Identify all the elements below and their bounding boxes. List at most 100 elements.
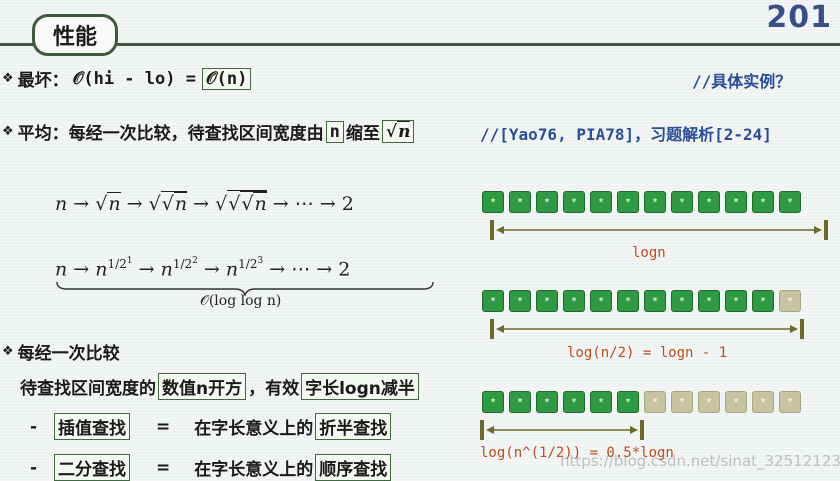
word-row-1: ************	[482, 191, 806, 213]
active-bit-cell: *	[563, 290, 585, 312]
math-n: n	[174, 193, 188, 215]
sequential-search-box: 顺序查找	[315, 454, 392, 481]
row-equals: =	[156, 416, 171, 437]
average-sqrt-box: √n	[381, 120, 415, 143]
math-arrow: →	[203, 258, 220, 281]
section2-heading: ❖ 每经一次比较	[2, 339, 120, 364]
slide-title: 性能	[32, 14, 118, 56]
active-bit-cell: *	[752, 191, 774, 213]
worst-label: 最坏：	[17, 71, 69, 91]
inactive-bit-cell: *	[779, 290, 801, 312]
underbrace	[56, 281, 434, 296]
worst-result-box: 𝒪(n)	[201, 67, 252, 90]
slide-number: 201	[766, 0, 832, 35]
active-bit-cell: *	[590, 290, 612, 312]
worst-expr: 𝒪(hi - lo) =	[72, 68, 196, 89]
cell-row: ************	[482, 290, 806, 312]
inactive-bit-cell: *	[698, 391, 720, 413]
title-rule	[0, 43, 840, 46]
line2-box2: 字长logn减半	[301, 373, 419, 400]
active-bit-cell: *	[617, 290, 639, 312]
math-n: n	[55, 193, 68, 215]
active-bit-cell: *	[509, 290, 531, 312]
math-dots: ⋯	[291, 258, 311, 281]
active-bit-cell: *	[536, 191, 558, 213]
comparison-row-2: - 二分查找 = 在字长意义上的 顺序查找	[30, 454, 393, 481]
math-dots: ⋯	[294, 193, 314, 215]
exponent-chain-formula: n → n1/21 → n1/22 → n1/23 → ⋯ → 2	[55, 256, 351, 281]
active-bit-cell: *	[725, 290, 747, 312]
active-bit-cell: *	[779, 191, 801, 213]
math-sup: 1	[126, 256, 133, 266]
math-arrow: →	[138, 258, 155, 281]
worst-case-line: ❖ 最坏： 𝒪(hi - lo) = 𝒪(n)	[2, 66, 253, 91]
row-text: 在字长意义上的	[194, 419, 314, 439]
active-bit-cell: *	[536, 391, 558, 413]
active-bit-cell: *	[752, 290, 774, 312]
active-bit-cell: *	[617, 391, 639, 413]
section2-line2: 待查找区间宽度的 数值n开方 ，有效 字长logn减半	[20, 373, 421, 400]
average-mid: 缩至	[345, 124, 380, 144]
inactive-bit-cell: *	[671, 391, 693, 413]
word-row-3: ************	[482, 391, 806, 413]
cell-row: ************	[482, 391, 806, 413]
active-bit-cell: *	[644, 290, 666, 312]
bracket-label-3: log(n^(1/2)) = 0.5*logn	[480, 445, 674, 461]
active-bit-cell: *	[698, 290, 720, 312]
line2-mid: ，有效	[248, 379, 300, 399]
diamond-bullet-icon: ❖	[2, 124, 14, 139]
diamond-bullet-icon: ❖	[2, 71, 14, 86]
math-n: n	[160, 258, 173, 281]
active-bit-cell: *	[590, 191, 612, 213]
active-bit-cell: *	[536, 290, 558, 312]
binary-search-box: 二分查找	[54, 454, 130, 481]
active-bit-cell: *	[509, 191, 531, 213]
slide-title-text: 性能	[52, 25, 97, 50]
math-n: n	[95, 258, 108, 281]
active-bit-cell: *	[617, 191, 639, 213]
average-n-box: n	[325, 120, 344, 143]
math-arrow: →	[126, 193, 143, 215]
active-bit-cell: *	[563, 191, 585, 213]
bracket-1	[490, 220, 828, 240]
math-n: n	[108, 193, 121, 215]
active-bit-cell: *	[482, 290, 504, 312]
average-label: 平均：每经一次比较，待查找区间宽度由	[17, 124, 324, 144]
inactive-bit-cell: *	[779, 391, 801, 413]
math-arrow: →	[272, 193, 289, 215]
math-arrow: →	[73, 258, 90, 281]
math-two: 2	[341, 193, 354, 215]
math-arrow: →	[73, 193, 90, 215]
bracket-2	[490, 319, 804, 339]
worst-comment: //具体实例？	[692, 72, 792, 91]
cell-row: ************	[482, 191, 806, 213]
math-sup: 3	[257, 256, 264, 266]
active-bit-cell: *	[671, 191, 693, 213]
line2-box1: 数值n开方	[158, 373, 247, 400]
math-arrow: →	[269, 258, 286, 281]
average-comment: //[Yao76, PIA78]，习题解析[2-24]	[480, 125, 772, 144]
math-n: n	[225, 258, 239, 281]
active-bit-cell: *	[725, 191, 747, 213]
row-text: 在字长意义上的	[194, 460, 314, 480]
active-bit-cell: *	[563, 391, 585, 413]
inactive-bit-cell: *	[644, 391, 666, 413]
bracket-label-2: log(n/2) = logn - 1	[567, 345, 728, 361]
binary-half-search-box: 折半查找	[315, 413, 392, 440]
row-equals: =	[156, 457, 171, 478]
active-bit-cell: *	[590, 391, 612, 413]
active-bit-cell: *	[644, 191, 666, 213]
math-n: n	[254, 193, 267, 215]
line2-pre: 待查找区间宽度的	[20, 379, 156, 399]
active-bit-cell: *	[671, 290, 693, 312]
math-two: 2	[338, 258, 351, 281]
section2-label: 每经一次比较	[17, 344, 120, 364]
active-bit-cell: *	[482, 191, 504, 213]
complexity-label: 𝒪(log log n)	[200, 293, 282, 309]
word-row-2: ************	[482, 290, 806, 312]
sqrt-n-text: n	[397, 121, 411, 142]
active-bit-cell: *	[509, 391, 531, 413]
inactive-bit-cell: *	[752, 391, 774, 413]
average-case-line: ❖ 平均：每经一次比较，待查找区间宽度由 n 缩至 √n	[2, 119, 416, 144]
watermark: https://blog.csdn.net/sinat_32512123	[560, 452, 840, 470]
